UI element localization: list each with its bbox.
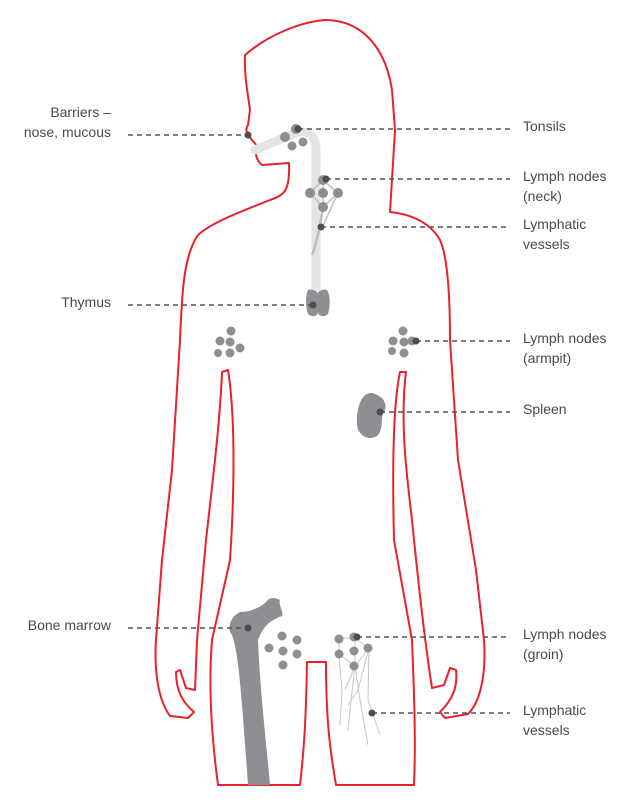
femur-bone (229, 598, 283, 785)
label-thymus: Thymus (61, 294, 111, 310)
spleen-shape (356, 392, 386, 439)
label-lymphatic-vessels-upper: Lymphatic vessels (523, 216, 587, 252)
marker-dots (244, 125, 420, 717)
label-lymph-nodes-groin: Lymph nodes (groin) (523, 626, 607, 662)
label-lymph-nodes-armpit: Lymph nodes (armpit) (523, 330, 607, 366)
body-outline (154, 19, 486, 786)
label-tonsils: Tonsils (523, 118, 566, 134)
label-spleen: Spleen (523, 401, 567, 417)
node-clusters (214, 124, 417, 671)
leader-lines (128, 128, 510, 714)
airway (250, 127, 321, 305)
thymus-shape (306, 289, 330, 317)
label-lymph-nodes-neck: Lymph nodes (neck) (523, 168, 607, 204)
label-lymphatic-vessels-lower: Lymphatic vessels (523, 702, 587, 738)
vessel-neck (310, 207, 325, 256)
groin-vessels (338, 637, 381, 746)
label-barriers: Barriers – nose, mucous (23, 104, 111, 140)
label-bone-marrow: Bone marrow (27, 617, 111, 633)
